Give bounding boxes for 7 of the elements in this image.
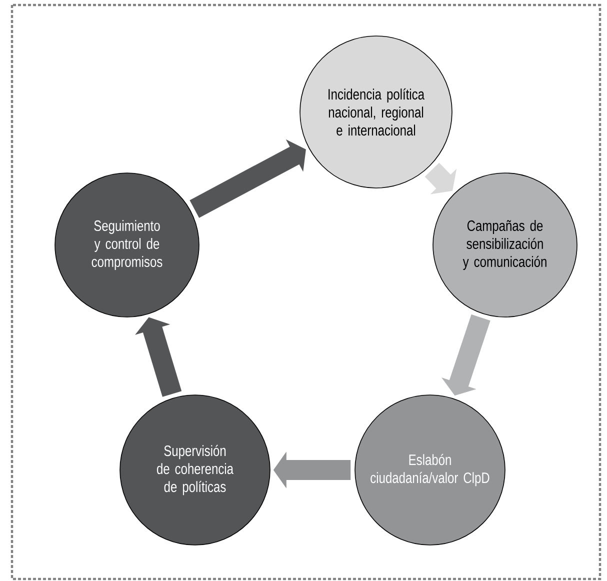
pentagon-arrow xyxy=(190,139,306,218)
circle-node: Seguimiento y control de compromisos xyxy=(54,172,200,318)
circle-node: Campañas de sensibilización y comunicación xyxy=(432,172,578,318)
circle-node: Supervisión de coherencia de políticas xyxy=(120,394,270,546)
circle-node: Eslabón ciudadanía/valor ClpD xyxy=(354,394,506,546)
circle-node: Incidencia política nacional, regional e internacional xyxy=(300,36,452,188)
pentagon-arrow xyxy=(135,317,182,397)
